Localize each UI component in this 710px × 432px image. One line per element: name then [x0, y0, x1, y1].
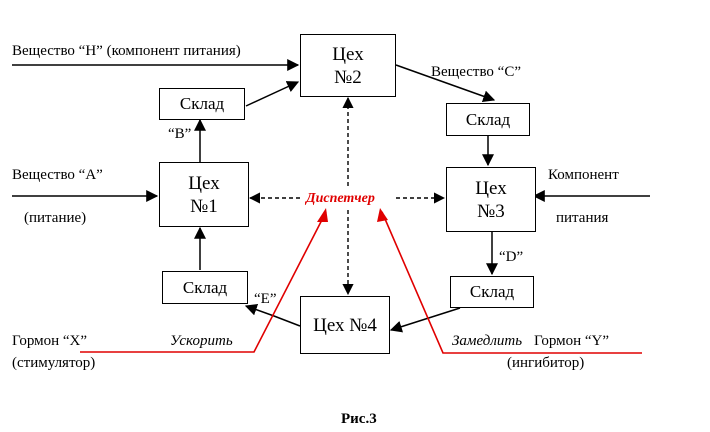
signal-hormone-y-head [377, 208, 388, 222]
arrow-store-b-shop2 [245, 81, 300, 107]
label-stimulator: (стимулятор) [12, 355, 96, 371]
label-nutrition: (питание) [24, 210, 87, 226]
store-c-label: Склад [465, 109, 511, 129]
shop3-line1: Цех [475, 177, 507, 199]
store-d-label: Склад [469, 282, 515, 301]
label-hormone-x: Гормон “Х” [12, 333, 88, 349]
shop4-label: Цех №4 [313, 314, 377, 336]
label-b: “В” [168, 126, 192, 142]
shop2-line1: Цех [332, 43, 364, 65]
label-hormone-y: Гормон “Y” [534, 333, 610, 349]
label-slow-down: Замедлить [452, 333, 523, 349]
arrow-store-d-shop4 [389, 307, 461, 333]
shop3-box: Цех №3 [446, 167, 536, 232]
shop1-line2: №1 [190, 195, 218, 217]
label-substance-h: Вещество “Н” (компонент питания) [12, 43, 241, 59]
label-component: Компонент [548, 167, 619, 183]
label-substance-c: Вещество “С” [431, 64, 522, 80]
label-substance-a: Вещество “А” [12, 167, 103, 183]
store-b-box: Склад [159, 88, 245, 120]
shop3-line2: №3 [477, 200, 505, 222]
label-dispatcher: Диспетчер [306, 191, 375, 206]
label-e: “Е” [254, 291, 277, 307]
signal-hormone-y [381, 211, 642, 354]
store-c-box: Склад [446, 103, 530, 136]
shop4-box: Цех №4 [300, 296, 390, 354]
store-b-label: Склад [179, 94, 225, 113]
shop1-line1: Цех [188, 172, 220, 194]
store-e-box: Склад [162, 271, 248, 304]
store-e-label: Склад [182, 277, 228, 297]
arrow-shop4-store-e [244, 303, 301, 327]
arrow-shop2-store-c [395, 64, 496, 103]
signal-hormone-x [80, 211, 327, 353]
signal-hormone-x-head [317, 208, 328, 222]
shop2-box: Цех №2 [300, 34, 396, 97]
shop2-line2: №2 [334, 66, 362, 88]
label-inhibitor: (ингибитор) [507, 355, 585, 371]
label-component-nutrition: питания [556, 210, 609, 226]
shop1-box: Цех №1 [159, 162, 249, 227]
label-d: “D” [499, 249, 524, 265]
store-d-box: Склад [450, 276, 534, 308]
figure-caption: Рис.3 [341, 411, 377, 427]
label-accelerate: Ускорить [170, 333, 233, 349]
